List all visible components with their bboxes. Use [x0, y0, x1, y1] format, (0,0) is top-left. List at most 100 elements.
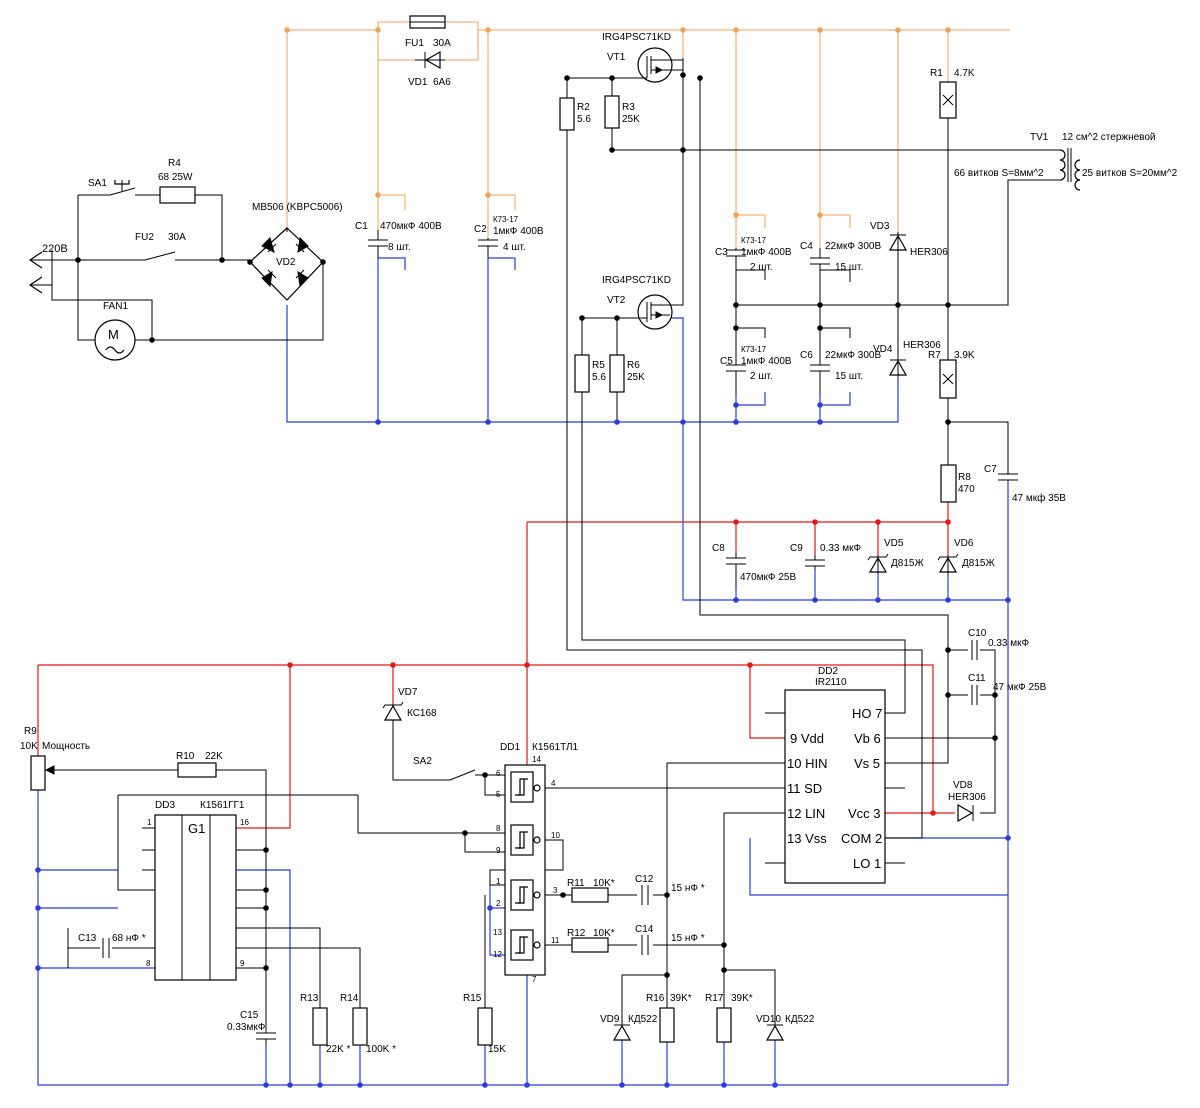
- junction-dot: [772, 1082, 778, 1088]
- r4-label: R4: [168, 158, 181, 169]
- junction-dot: [579, 315, 585, 321]
- dd2-pin-sd: 11 SD: [787, 781, 822, 796]
- r5-label: R5: [592, 360, 605, 371]
- c5-type: К73-17: [741, 345, 767, 354]
- dd2-pin-lo: LO 1: [853, 856, 881, 871]
- r3-resistor: [604, 95, 620, 129]
- r14-value: 100K *: [366, 1044, 396, 1055]
- junction-dot: [680, 419, 686, 425]
- junction-dot: [733, 419, 739, 425]
- fu1-label: FU1: [405, 38, 424, 49]
- tv1-primary: 66 витков S=8мм^2: [954, 168, 1044, 179]
- r4-value: 68 25W: [158, 172, 193, 183]
- fan-motor-icon: M: [94, 319, 136, 361]
- junction-dot: [284, 27, 290, 33]
- c14-capacitor: [641, 935, 649, 955]
- junction-dot: [75, 257, 81, 263]
- junction-dot: [619, 1082, 625, 1088]
- vd4-diode: [888, 355, 908, 378]
- c7-capacitor: [998, 470, 1018, 481]
- mains-label: 220В: [42, 243, 68, 255]
- r2-resistor: [559, 97, 575, 131]
- vd7-label: VD7: [398, 687, 418, 698]
- dd2-pin-lin: 12 LIN: [787, 806, 825, 821]
- power-label: Мощность: [42, 741, 90, 752]
- r6-label: R6: [627, 360, 640, 371]
- vd9-value: КД522: [628, 1014, 658, 1025]
- junction-dot: [357, 1082, 363, 1088]
- junction-dot: [733, 402, 739, 408]
- junction-dot: [721, 942, 727, 948]
- junction-dot: [875, 519, 881, 525]
- r13-label: R13: [300, 993, 319, 1004]
- junction-dot: [664, 892, 670, 898]
- c10-capacitor: [971, 640, 978, 660]
- vd8-diode: [957, 803, 974, 823]
- c1-capacitor: [368, 230, 388, 258]
- junction-dot: [35, 905, 41, 911]
- c5-capacitor: [726, 364, 746, 395]
- dd2-label: DD2: [818, 666, 838, 677]
- c7-value: 47 мкф 35В: [1012, 492, 1066, 504]
- junction-dot: [487, 905, 493, 911]
- dd1-pin: 4: [551, 779, 556, 788]
- dd2-pin-vcc: Vcc 3: [848, 806, 881, 821]
- fan-motor-symbol: M: [108, 327, 119, 342]
- junction-dot: [263, 965, 269, 971]
- c8-label: C8: [712, 543, 725, 554]
- r9-label: R9: [24, 726, 37, 737]
- vd4-label: VD4: [873, 344, 893, 355]
- dd1-type: К1561ТЛ1: [532, 742, 579, 753]
- vd3-diode: [888, 232, 908, 262]
- r3-label: R3: [622, 102, 635, 113]
- dd2-right-pins: HO 7 Vb 6 Vs 5 Vcc 3 COM 2 LO 1: [841, 706, 882, 871]
- junction-dot: [817, 27, 823, 33]
- bridge-ref: VD2: [276, 257, 296, 268]
- r2-label: R2: [577, 102, 590, 113]
- vd6-zener: [937, 553, 959, 574]
- fu2-label: FU2: [135, 232, 154, 243]
- junction-dot: [664, 972, 670, 978]
- dd3-generator-ic: [154, 814, 237, 981]
- junction-dot: [375, 419, 381, 425]
- junction-dot: [895, 27, 901, 33]
- c11-capacitor: [971, 685, 978, 705]
- c2-capacitor: [478, 238, 498, 258]
- junction-dot: [817, 325, 823, 331]
- dd1-pin: 2: [496, 899, 501, 908]
- vd1-value: 6A6: [433, 77, 451, 88]
- c8-value: 470мкФ 25В: [740, 572, 796, 583]
- r11-resistor: [571, 887, 609, 903]
- r16-resistor: [659, 1007, 675, 1043]
- c3-capacitor: [726, 248, 746, 268]
- c4-capacitor: [810, 248, 830, 268]
- sa2-switch: [449, 769, 476, 781]
- junction-dot: [697, 75, 703, 81]
- junction-dot: [219, 257, 225, 263]
- junction-dot: [664, 1082, 670, 1088]
- vd9-label: VD9: [600, 1014, 620, 1025]
- r1-label: R1: [930, 68, 943, 79]
- junction-dot: [945, 419, 951, 425]
- tv1-core: 12 см^2 стержневой: [1062, 132, 1156, 143]
- junction-dot: [721, 1082, 727, 1088]
- r8-value: 470: [958, 484, 975, 495]
- c3-label: C3: [715, 247, 728, 258]
- vt2-igbt: [637, 294, 673, 330]
- r7-label: R7: [928, 350, 941, 361]
- junction-dot: [375, 192, 381, 198]
- r13-value: 22K *: [326, 1044, 351, 1055]
- r11-value: 10K*: [593, 878, 615, 889]
- vd10-diode: [765, 1008, 785, 1041]
- vt2-type: IRG4PSC71KD: [602, 275, 671, 286]
- dd2-ir2110-body: [784, 689, 886, 884]
- c14-label: C14: [635, 924, 654, 935]
- r11-label: R11: [567, 878, 585, 889]
- c1-quantity: 8 шт.: [388, 242, 411, 253]
- dd2-pin-hin: 10 HIN: [787, 756, 827, 771]
- vd5-zener: [867, 553, 889, 574]
- c6-value: 22мкФ 300В: [825, 350, 881, 361]
- junction-dot: [317, 1082, 323, 1088]
- r17-resistor: [716, 1007, 732, 1043]
- c3-value: 1мкФ 400В: [741, 247, 792, 258]
